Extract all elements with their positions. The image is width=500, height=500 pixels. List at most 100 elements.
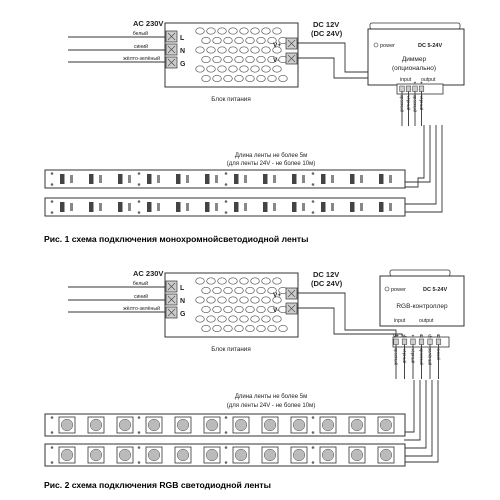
controller-name-note: (опционально) <box>392 65 436 72</box>
led-lens <box>234 448 248 462</box>
resistor <box>273 175 276 183</box>
solder-pad <box>311 211 315 214</box>
solder-pad <box>224 416 228 419</box>
strip-body <box>44 169 406 189</box>
vent-slot <box>223 74 233 83</box>
vent-slot <box>234 324 244 333</box>
led-chip <box>379 202 384 212</box>
vent-slot <box>256 286 266 295</box>
led-lens <box>234 418 248 432</box>
led-lens <box>147 418 161 432</box>
vent-slot <box>261 65 271 73</box>
solder-pad <box>137 172 141 175</box>
solder-pad <box>224 211 228 214</box>
vent-slot <box>201 286 211 295</box>
led-lens <box>292 448 306 462</box>
strip-body <box>44 443 406 467</box>
vent-slot <box>256 55 266 64</box>
resistor <box>302 203 305 211</box>
resistor <box>70 203 73 211</box>
terminal-g: G <box>180 311 186 318</box>
strip-length-note: Длина ленты не более 5м <box>235 394 307 400</box>
terminal-n: N <box>180 48 185 55</box>
vent-slot <box>195 46 205 54</box>
resistor <box>244 203 247 211</box>
vent-slot <box>267 305 277 314</box>
power-supply-unit: L N G V+ V- <box>164 22 299 88</box>
led-chip <box>234 174 239 184</box>
resistor <box>331 175 334 183</box>
solder-pad <box>137 431 141 434</box>
pin-symbol: R <box>420 334 424 339</box>
solder-pad <box>224 461 228 464</box>
vent-slot <box>201 55 211 64</box>
vent-slot <box>206 65 216 73</box>
vent-slot <box>272 27 282 35</box>
vent-slot <box>206 27 216 35</box>
dc-voltage-label: DC 12V <box>313 20 339 29</box>
resistor <box>360 175 363 183</box>
vent-slot <box>228 46 238 54</box>
strip-length-note: Длина ленты не более 5м <box>235 153 307 159</box>
vent-slot <box>267 55 277 64</box>
vent-slot <box>278 74 288 83</box>
vent-slot <box>250 46 260 54</box>
diagram-rgb: AC 230V белый синий жёлто-зелёный L N G … <box>44 269 465 490</box>
solder-pad <box>50 200 54 203</box>
psu-vent-grille <box>195 277 288 333</box>
pin-wire-label: красный <box>394 348 399 366</box>
wire-label-earth: жёлто-зелёный <box>123 55 160 62</box>
vent-slot <box>195 65 205 73</box>
led-chip <box>176 174 181 184</box>
controller-power-label: power <box>380 43 395 49</box>
vent-slot <box>272 315 282 323</box>
wire-label-white: белый <box>133 280 148 287</box>
vent-slot <box>267 74 277 83</box>
pin-wire-label: синий <box>436 348 441 361</box>
strip-length-note-24v: (для ленты 24V - не более 10м) <box>227 403 315 409</box>
resistor <box>215 175 218 183</box>
diagram-monochrome: AC 230V белый синий жёлто-зелёный L N G <box>44 19 465 244</box>
psu-output-terminals <box>285 287 298 315</box>
led-lens <box>321 418 335 432</box>
pin-symbol: + <box>420 81 423 86</box>
led-chip <box>350 202 355 212</box>
dc-voltage-label-alt: (DC 24V) <box>311 29 343 38</box>
controller-pin <box>401 338 408 345</box>
vent-slot <box>239 277 249 285</box>
psu-label: Блок питания <box>211 96 250 103</box>
controller-name: Диммер <box>402 56 427 63</box>
controller-pin <box>418 85 425 92</box>
vent-slot <box>217 65 227 73</box>
led-chip <box>205 174 210 184</box>
led-lens <box>60 418 74 432</box>
pin-symbol: + <box>414 81 417 86</box>
led-chip <box>60 174 65 184</box>
vent-slot <box>261 46 271 54</box>
led-chip <box>263 174 268 184</box>
vent-slot <box>250 315 260 323</box>
vent-slot <box>267 286 277 295</box>
controller-pin <box>410 338 416 345</box>
resistor <box>244 175 247 183</box>
vent-slot <box>217 296 227 304</box>
controller-output-label: output <box>419 318 434 324</box>
led-chip <box>292 202 297 212</box>
psu-input-terminals <box>165 30 178 69</box>
solder-pad <box>50 461 54 464</box>
led-chip <box>118 202 123 212</box>
resistor <box>389 175 392 183</box>
led-lens <box>263 448 277 462</box>
resistor <box>70 175 73 183</box>
led-lens <box>176 448 190 462</box>
controller-input-label: input <box>400 77 412 83</box>
vent-slot <box>212 36 222 45</box>
led-lens <box>205 418 219 432</box>
ac-input-wires <box>68 36 166 63</box>
vent-slot <box>245 324 255 333</box>
wire-label-earth: жёлто-зелёный <box>123 305 160 312</box>
terminal-n: N <box>180 298 185 305</box>
controller-power-label: power <box>391 287 406 293</box>
led-chip <box>89 174 94 184</box>
pin-symbol: + <box>412 334 415 339</box>
